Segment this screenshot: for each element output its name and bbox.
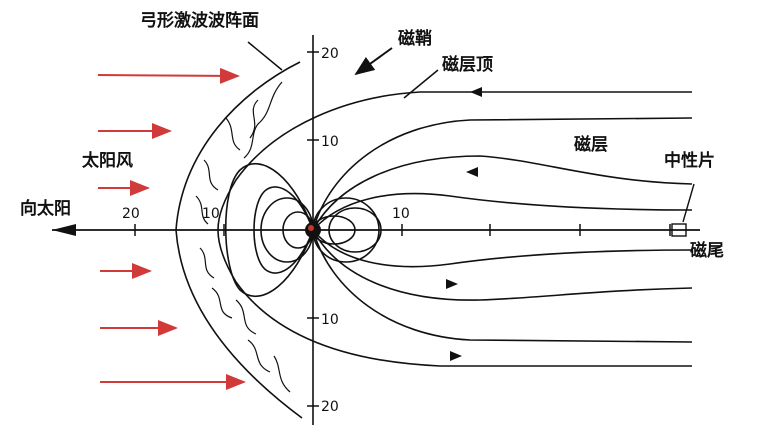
- dayside-line-2: [253, 186, 314, 274]
- tick-x-20-left: 20: [122, 206, 140, 222]
- tick-y-10-top: 10: [321, 134, 339, 150]
- solar-wind-arrows: [97, 67, 246, 390]
- magnetopause-pointer: [403, 69, 439, 99]
- bow-shock-curve: [175, 61, 303, 419]
- magnetopause-upper: [217, 91, 692, 231]
- neutral-sheet: [671, 223, 687, 237]
- field-line-lower-3: [312, 229, 693, 343]
- label-toward-sun: 向太阳: [20, 198, 71, 219]
- field-line-lower-2: [312, 229, 693, 301]
- field-line-arrow-icon: [466, 167, 478, 177]
- x-axis-ticks: [134, 224, 671, 236]
- dipole-loop-right-mid: [328, 207, 382, 253]
- y-axis-ticks: [307, 51, 319, 407]
- label-magnetosheath: 磁鞘: [398, 28, 432, 49]
- field-line-lower-arrow-icon: [446, 279, 458, 289]
- label-bow-shock: 弓形激波波阵面: [140, 10, 259, 31]
- field-line-upper-2: [312, 155, 693, 231]
- bow-shock-turbulence: [195, 81, 291, 393]
- label-magnetotail: 磁尾: [690, 240, 724, 261]
- dayside-line-1: [224, 163, 314, 297]
- tick-y-20-top: 20: [321, 46, 339, 62]
- field-line-upper-1: [312, 117, 693, 231]
- tick-x-10-left: 10: [202, 206, 220, 222]
- label-neutral-sheet: 中性片: [664, 150, 715, 171]
- field-line-lower-1: [312, 229, 693, 268]
- tick-x-10-right: 10: [392, 206, 410, 222]
- magnetosheath-pointer: [354, 47, 393, 76]
- field-line-upper-3: [312, 192, 693, 231]
- label-solar-wind: 太阳风: [82, 150, 133, 171]
- bow-shock-pointer: [247, 41, 283, 71]
- magnetopause-lower: [217, 229, 692, 367]
- label-magnetosphere: 磁层: [574, 134, 608, 155]
- neutral-sheet-pointer: [682, 183, 695, 223]
- solar-wind-arrow: [97, 67, 240, 84]
- x-axis-arrow-left-icon: [52, 224, 76, 236]
- magnetopause-arrow-icon: [470, 87, 482, 97]
- tick-y-20-bottom: 20: [321, 399, 339, 415]
- earth-highlight: [308, 225, 314, 231]
- label-magnetopause: 磁层顶: [442, 54, 493, 75]
- tick-y-10-bottom: 10: [321, 312, 339, 328]
- field-line-lower-arrow2-icon: [450, 351, 462, 361]
